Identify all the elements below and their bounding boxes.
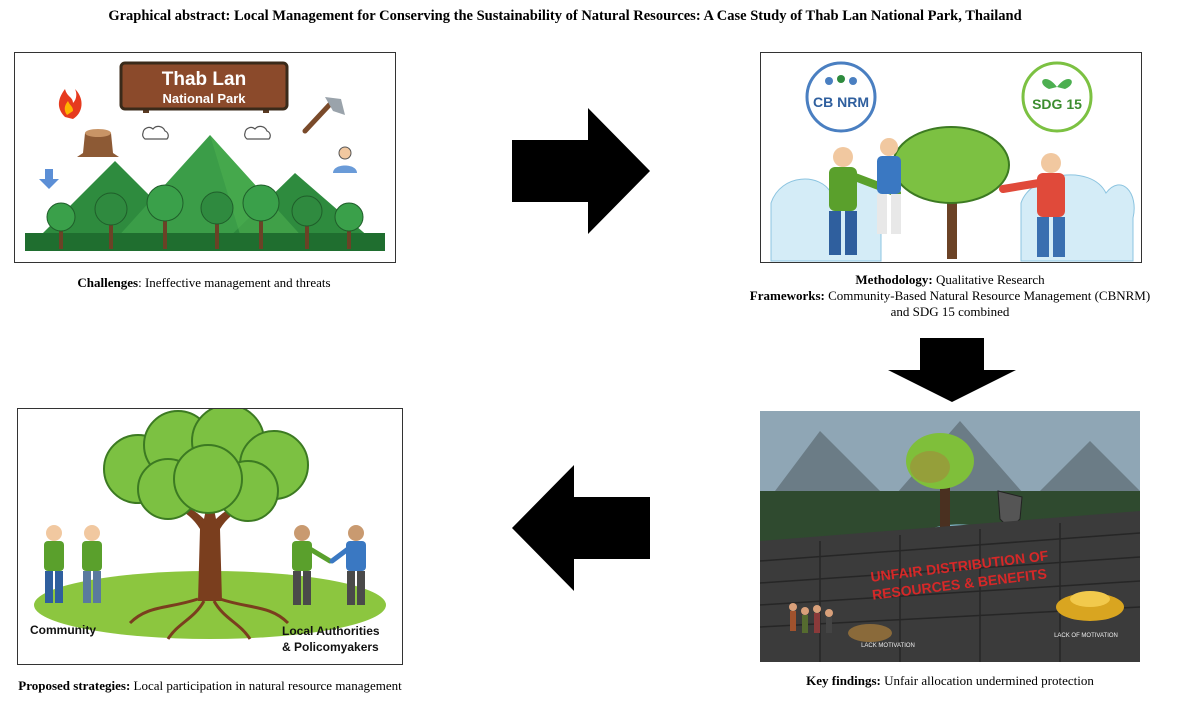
tree-row <box>46 184 364 249</box>
bush-shape <box>770 175 883 262</box>
right-label: LACK OF MOTIVATION <box>1054 633 1118 639</box>
caption-text: Community-Based Natural Resource Managem… <box>824 288 1151 303</box>
authorities-label-line1: Local Authorities <box>282 624 380 638</box>
villager-group <box>789 603 833 633</box>
cloud-icon <box>244 125 271 140</box>
person-right <box>999 153 1065 257</box>
authority-person <box>292 525 333 605</box>
caption-text: and SDG 15 combined <box>890 304 1010 319</box>
community-person <box>44 525 64 603</box>
small-heap <box>848 624 892 642</box>
tree-trunk <box>947 193 957 259</box>
methodology-panel: CB NRM SDG 15 <box>760 52 1142 263</box>
challenges-panel: Thab Lan National Park <box>14 52 396 263</box>
tree-trunk <box>940 481 950 541</box>
decline-arrow-icon <box>39 169 59 189</box>
caption-text: Unfair allocation undermined protection <box>880 673 1094 688</box>
arrow-left <box>512 465 650 591</box>
caption-label: Frameworks: <box>749 288 825 303</box>
authorities-label-line2: & Policomyakers <box>282 640 379 654</box>
park-sign-board <box>119 61 289 111</box>
authority-person <box>329 525 366 605</box>
axe-icon <box>302 97 345 134</box>
cbnrm-label: CB NRM <box>813 94 869 110</box>
left-label: LACK MOTIVATION <box>861 643 915 649</box>
tree-crown <box>103 409 309 522</box>
fire-icon <box>58 89 82 119</box>
caption-text: : Ineffective management and threats <box>138 275 331 290</box>
arrow-right <box>512 108 650 234</box>
caption-label: Methodology: <box>855 272 933 287</box>
caption-label: Key findings: <box>806 673 881 688</box>
findings-panel: UNFAIR DISTRIBUTION OF RESOURCES & BENEF… <box>760 411 1140 662</box>
park-sign-line1: Thab Lan <box>162 69 246 90</box>
strategies-caption: Proposed strategies: Local participation… <box>0 678 420 694</box>
methodology-caption: Methodology: Qualitative Research Framew… <box>720 272 1180 320</box>
challenges-caption: Challenges: Ineffective management and t… <box>14 275 394 291</box>
findings-caption: Key findings: Unfair allocation undermin… <box>720 673 1180 689</box>
tree-stump-icon <box>77 129 119 157</box>
caption-text: Qualitative Research <box>932 272 1045 287</box>
person-middle <box>877 138 901 234</box>
caption-label: Proposed strategies: <box>18 678 131 693</box>
cloud-icon <box>142 125 169 140</box>
strategies-panel: Community Local Authorities & Policomyak… <box>17 408 403 665</box>
community-person <box>82 525 102 603</box>
tree-crown <box>892 126 1010 204</box>
figure-title: Graphical abstract: Local Management for… <box>108 8 1022 24</box>
person-icon <box>333 146 357 173</box>
sdg15-badge: SDG 15 <box>1021 61 1093 133</box>
community-label: Community <box>30 623 96 637</box>
tree-trunk <box>158 489 262 601</box>
stone-wall <box>760 511 1140 662</box>
park-sign-line2: National Park <box>162 91 246 106</box>
cbnrm-badge: CB NRM <box>805 61 877 133</box>
caption-label: Challenges <box>77 275 139 290</box>
caption-text: Local participation in natural resource … <box>130 678 402 693</box>
sdg15-label: SDG 15 <box>1032 96 1082 112</box>
arrow-down <box>888 338 1016 402</box>
